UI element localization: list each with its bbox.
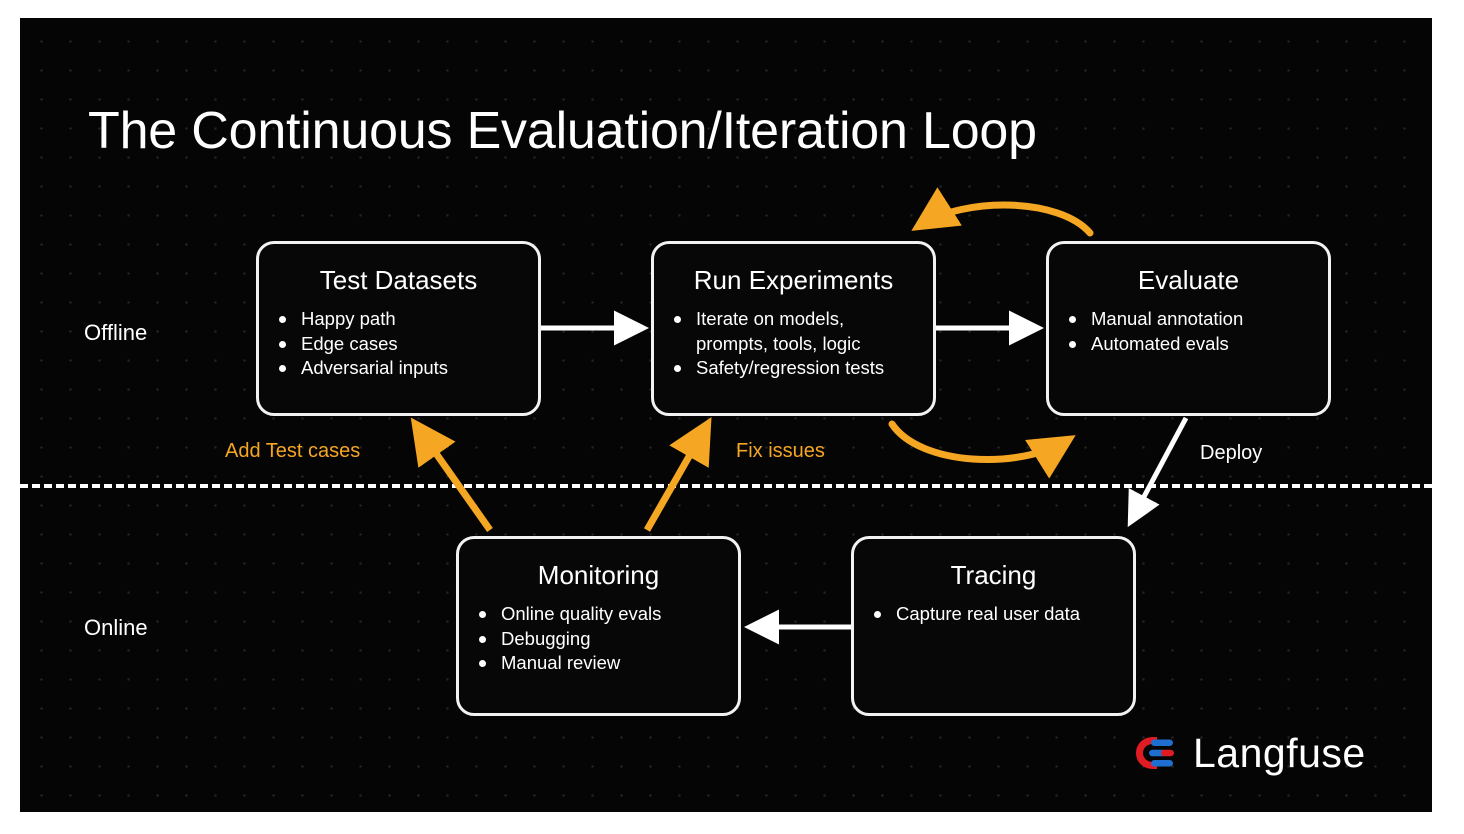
list-item: Automated evals — [1069, 332, 1314, 357]
node-title: Run Experiments — [693, 265, 894, 295]
lane-label-offline: Offline — [84, 320, 148, 345]
langfuse-wordmark: Langfuse — [1193, 730, 1366, 776]
node-title: Test Datasets — [319, 265, 478, 295]
list-item: Debugging — [479, 627, 724, 652]
arrow-monitoring-to-experiments — [643, 417, 712, 532]
list-item: Manual review — [479, 651, 724, 676]
node-test-datasets[interactable]: Test Datasets Happy path Edge cases Adve… — [256, 241, 541, 416]
arrow-evaluate-to-tracing — [1127, 416, 1189, 528]
node-bullet-list: Manual annotation Automated evals — [1049, 307, 1328, 356]
list-item: Online quality evals — [479, 602, 724, 627]
list-item: Iterate on models, prompts, tools, logic — [674, 307, 919, 356]
node-bullet-list: Iterate on models, prompts, tools, logic… — [654, 307, 933, 381]
edge-label-add-test-cases: Add Test cases — [225, 440, 361, 462]
page-title: The Continuous Evaluation/Iteration Loop — [88, 102, 1037, 160]
list-item: Happy path — [279, 307, 524, 332]
list-item: Edge cases — [279, 332, 524, 357]
lane-label-online: Online — [84, 615, 148, 640]
node-bullet-list: Online quality evals Debugging Manual re… — [459, 602, 738, 676]
node-title: Monitoring — [537, 560, 660, 590]
node-title: Tracing — [950, 560, 1037, 590]
edge-label-fix-issues: Fix issues — [736, 440, 825, 462]
node-bullet-list: Happy path Edge cases Adversarial inputs — [259, 307, 538, 381]
arrow-loop-bottom — [888, 420, 1076, 479]
langfuse-logo-icon — [1136, 737, 1174, 769]
list-item: Safety/regression tests — [674, 356, 919, 381]
diagram-canvas: The Continuous Evaluation/Iteration Loop… — [20, 18, 1432, 812]
list-item: Manual annotation — [1069, 307, 1314, 332]
list-item: Capture real user data — [874, 602, 1119, 627]
node-tracing[interactable]: Tracing Capture real user data — [851, 536, 1136, 716]
edge-label-deploy: Deploy — [1200, 442, 1263, 464]
lane-divider — [20, 484, 1432, 488]
node-title: Evaluate — [1137, 265, 1240, 295]
arrow-monitoring-to-datasets — [410, 417, 493, 533]
langfuse-logo: Langfuse — [1133, 730, 1366, 776]
node-evaluate[interactable]: Evaluate Manual annotation Automated eva… — [1046, 241, 1331, 416]
node-monitoring[interactable]: Monitoring Online quality evals Debuggin… — [456, 536, 741, 716]
list-item: Adversarial inputs — [279, 356, 524, 381]
node-bullet-list: Capture real user data — [854, 602, 1133, 627]
node-run-experiments[interactable]: Run Experiments Iterate on models, promp… — [651, 241, 936, 416]
arrow-loop-top — [911, 187, 1094, 237]
